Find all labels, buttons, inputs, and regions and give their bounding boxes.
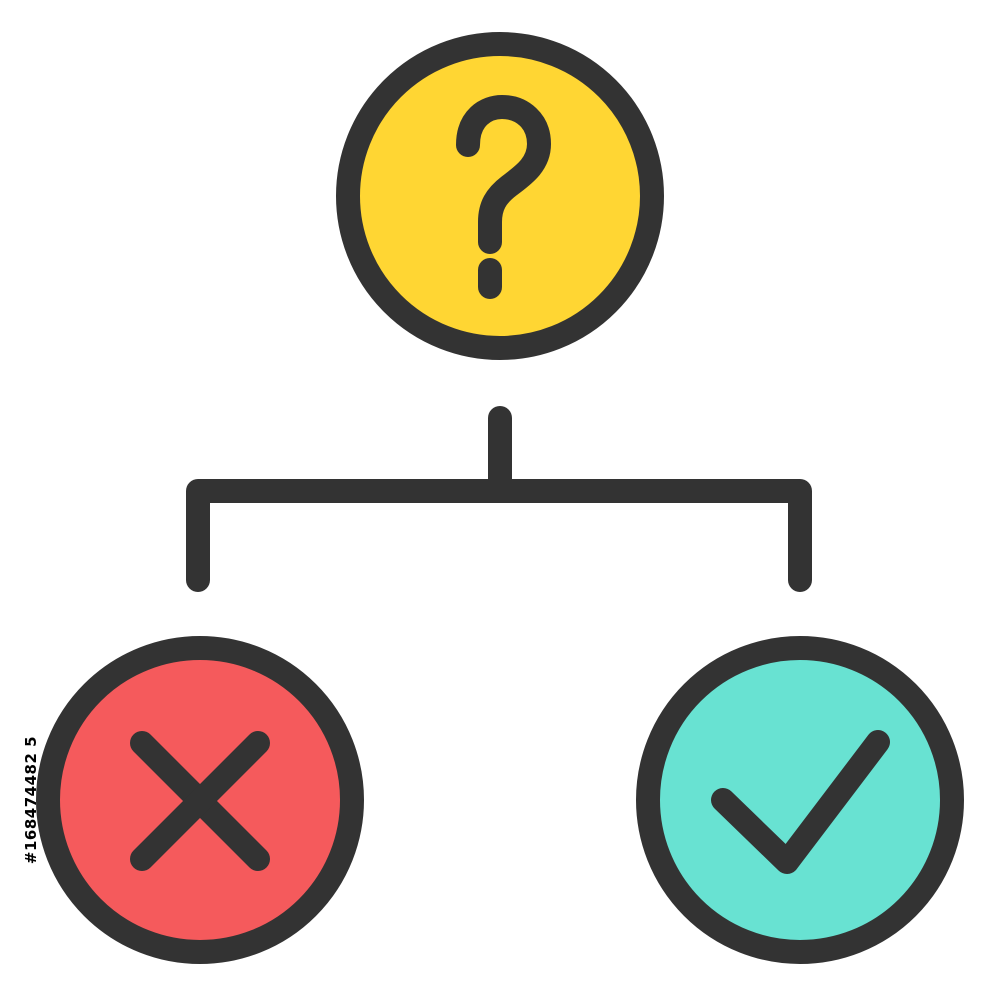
connector-lines	[186, 406, 812, 592]
close-icon	[130, 731, 270, 871]
checkmark-icon	[711, 730, 890, 874]
question-mark-curve	[456, 95, 551, 254]
connector-branches	[186, 479, 812, 592]
stock-id-text: #168474482 5	[22, 735, 41, 865]
stock-id-label: #168474482 5	[22, 700, 40, 900]
yes-node	[636, 636, 964, 964]
question-mark-icon	[456, 95, 551, 299]
question-node	[336, 32, 664, 360]
no-node	[36, 636, 364, 964]
yes-node-circle	[636, 636, 964, 964]
